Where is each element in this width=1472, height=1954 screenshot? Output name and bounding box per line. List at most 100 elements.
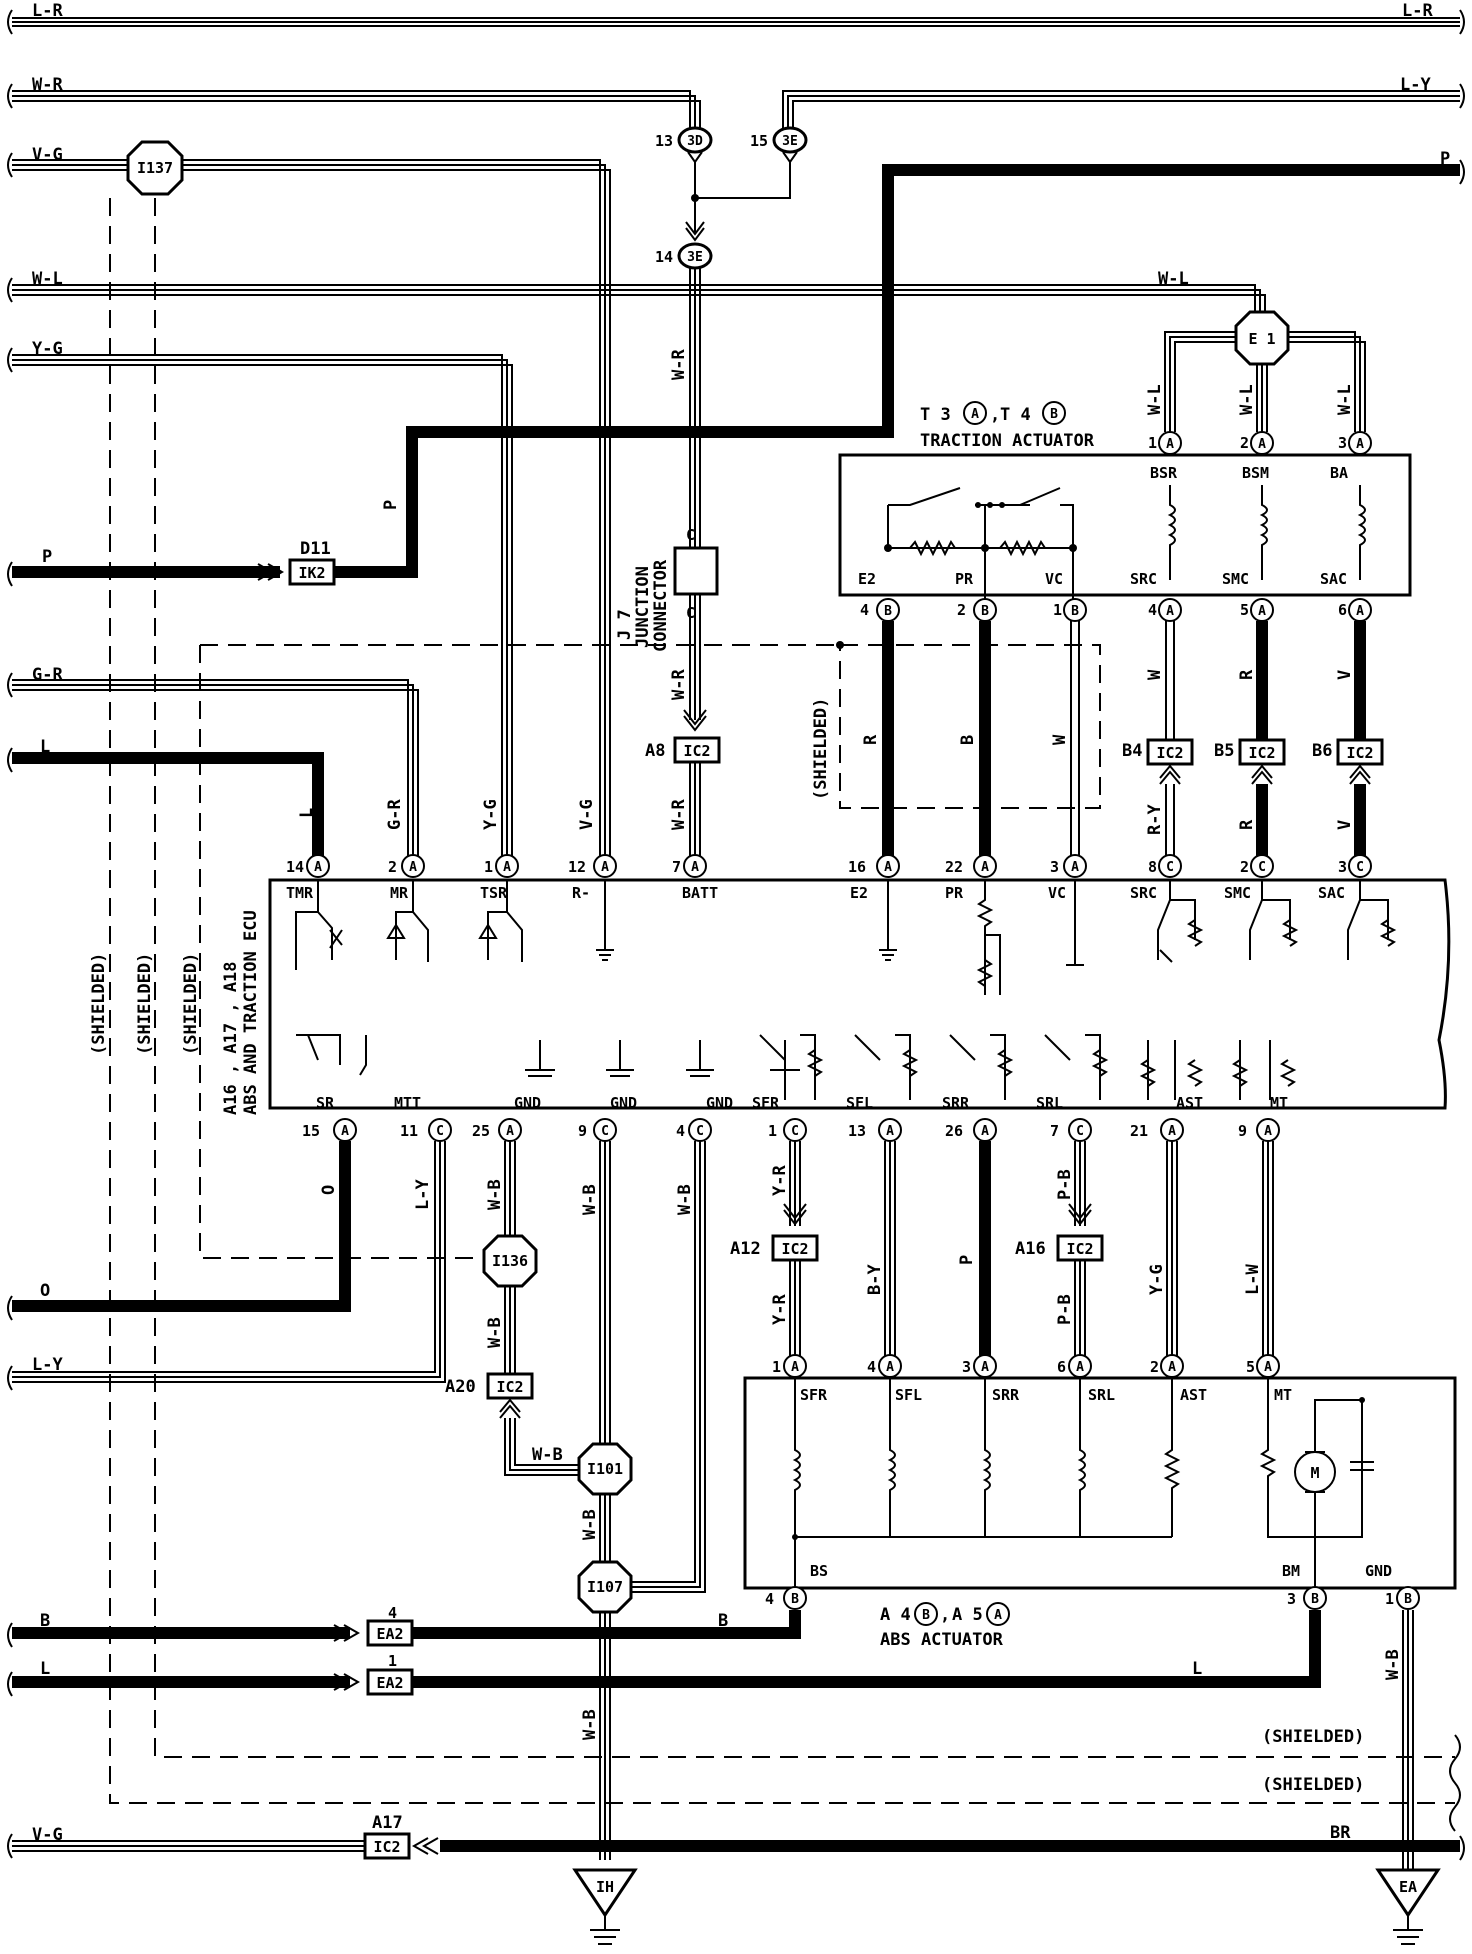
wire-label-l-r-left: L-R bbox=[32, 1, 63, 21]
svg-text:5: 5 bbox=[1246, 1358, 1255, 1376]
svg-text:A: A bbox=[886, 1124, 894, 1139]
svg-text:R-: R- bbox=[572, 884, 590, 902]
svg-text:Y-G: Y-G bbox=[481, 799, 501, 830]
svg-text:T 3: T 3 bbox=[920, 405, 951, 425]
wire-l-bm bbox=[12, 1610, 1321, 1688]
wire-g-r bbox=[7, 672, 419, 860]
svg-text:A: A bbox=[884, 860, 892, 875]
svg-text:A: A bbox=[1356, 604, 1364, 619]
svg-text:E2: E2 bbox=[850, 884, 868, 902]
svg-text:Y-R: Y-R bbox=[770, 1165, 790, 1196]
svg-text:A 4: A 4 bbox=[880, 1605, 911, 1625]
svg-text:8: 8 bbox=[1148, 858, 1157, 876]
ta-pin-pr: PR 2 B bbox=[955, 570, 997, 622]
svg-text:GND: GND bbox=[706, 1094, 733, 1112]
connector-i101: I101 bbox=[577, 1442, 633, 1496]
svg-text:A16: A16 bbox=[1015, 1239, 1046, 1259]
svg-text:B: B bbox=[958, 735, 978, 745]
svg-text:SMC: SMC bbox=[1224, 884, 1251, 902]
svg-text:A: A bbox=[981, 1124, 989, 1139]
ground-ih: IH bbox=[572, 1868, 638, 1945]
svg-text:P: P bbox=[957, 1255, 977, 1265]
svg-text:IC2: IC2 bbox=[496, 1378, 523, 1396]
svg-text:L: L bbox=[40, 737, 50, 757]
svg-text:IC2: IC2 bbox=[1156, 744, 1183, 762]
svg-text:R: R bbox=[861, 734, 881, 745]
svg-text:V: V bbox=[1335, 670, 1355, 680]
svg-text:G-R: G-R bbox=[32, 665, 63, 685]
svg-text:C: C bbox=[1166, 860, 1174, 875]
svg-text:GND: GND bbox=[1365, 1562, 1392, 1580]
svg-text:A: A bbox=[791, 1360, 799, 1375]
svg-text:PR: PR bbox=[955, 570, 974, 588]
svg-text:Y-R: Y-R bbox=[770, 1294, 790, 1325]
svg-text:B6: B6 bbox=[1312, 741, 1332, 761]
svg-text:O: O bbox=[40, 1281, 50, 1301]
svg-text:SAC: SAC bbox=[1318, 884, 1345, 902]
svg-text:SFL: SFL bbox=[846, 1094, 873, 1112]
svg-text:14: 14 bbox=[655, 248, 673, 266]
wire-label-l-y: L-Y bbox=[1400, 75, 1431, 95]
svg-text:A: A bbox=[886, 1360, 894, 1375]
svg-text:GND: GND bbox=[514, 1094, 541, 1112]
svg-text:A: A bbox=[506, 1124, 514, 1139]
svg-text:W: W bbox=[1145, 669, 1165, 680]
svg-text:L-Y: L-Y bbox=[32, 1355, 63, 1375]
svg-text:5: 5 bbox=[1240, 601, 1249, 619]
svg-text:C: C bbox=[436, 1124, 444, 1139]
svg-text:TRACTION ACTUATOR: TRACTION ACTUATOR bbox=[920, 431, 1095, 451]
svg-text:A: A bbox=[1356, 437, 1364, 452]
svg-text:3: 3 bbox=[1287, 1590, 1296, 1608]
svg-text:BA: BA bbox=[1330, 464, 1348, 482]
svg-text:IC2: IC2 bbox=[1248, 744, 1275, 762]
svg-text:11: 11 bbox=[400, 1122, 418, 1140]
svg-text:A: A bbox=[1258, 437, 1266, 452]
svg-text:SR: SR bbox=[316, 1094, 335, 1112]
junction-j7: C C J 7 JUNCTION CONNECTOR bbox=[615, 526, 719, 652]
svg-text:A: A bbox=[503, 860, 511, 875]
svg-text:IC2: IC2 bbox=[781, 1240, 808, 1258]
wire-label-v-g: V-G bbox=[32, 145, 63, 165]
connector-b6: B6 IC2 bbox=[1312, 738, 1384, 766]
svg-text:AST: AST bbox=[1176, 1094, 1203, 1112]
svg-text:1: 1 bbox=[484, 858, 493, 876]
wire-l-y-left bbox=[12, 1141, 446, 1383]
svg-text:A: A bbox=[1264, 1360, 1272, 1375]
svg-text:9: 9 bbox=[1238, 1122, 1247, 1140]
wire-w-r bbox=[7, 83, 701, 130]
svg-text:MR: MR bbox=[390, 884, 409, 902]
svg-text:22: 22 bbox=[945, 858, 963, 876]
svg-text:IC2: IC2 bbox=[683, 742, 710, 760]
svg-text:(SHIELDED): (SHIELDED) bbox=[1262, 1727, 1364, 1747]
svg-text:A: A bbox=[1076, 1360, 1084, 1375]
svg-text:IC2: IC2 bbox=[1346, 744, 1373, 762]
svg-text:V-G: V-G bbox=[32, 1825, 63, 1845]
svg-text:16: 16 bbox=[848, 858, 866, 876]
svg-text:BR: BR bbox=[1330, 1823, 1351, 1843]
ground-ea: EA bbox=[1375, 1868, 1441, 1945]
svg-text:SRC: SRC bbox=[1130, 570, 1157, 588]
wire-label-p-left: P bbox=[42, 547, 52, 567]
svg-text:P-B: P-B bbox=[1055, 1294, 1075, 1325]
svg-text:7: 7 bbox=[672, 858, 681, 876]
wire-w-l bbox=[7, 277, 1266, 315]
svg-text:BS: BS bbox=[810, 1562, 828, 1580]
svg-text:A: A bbox=[981, 1360, 989, 1375]
svg-text:4: 4 bbox=[1148, 601, 1157, 619]
svg-text:3: 3 bbox=[1050, 858, 1059, 876]
svg-text:IC2: IC2 bbox=[373, 1838, 400, 1856]
connector-3e-top: 15 3E bbox=[750, 126, 808, 164]
ta-pin-bsm: 2 A BSM bbox=[1240, 431, 1274, 482]
svg-text:VC: VC bbox=[1045, 570, 1063, 588]
svg-text:A: A bbox=[994, 1608, 1002, 1623]
svg-text:A: A bbox=[409, 860, 417, 875]
wire-v-g bbox=[7, 152, 611, 860]
svg-text:B: B bbox=[718, 1611, 728, 1631]
ta-pin-src: SRC 4 A bbox=[1130, 570, 1182, 622]
svg-text:15: 15 bbox=[302, 1122, 320, 1140]
